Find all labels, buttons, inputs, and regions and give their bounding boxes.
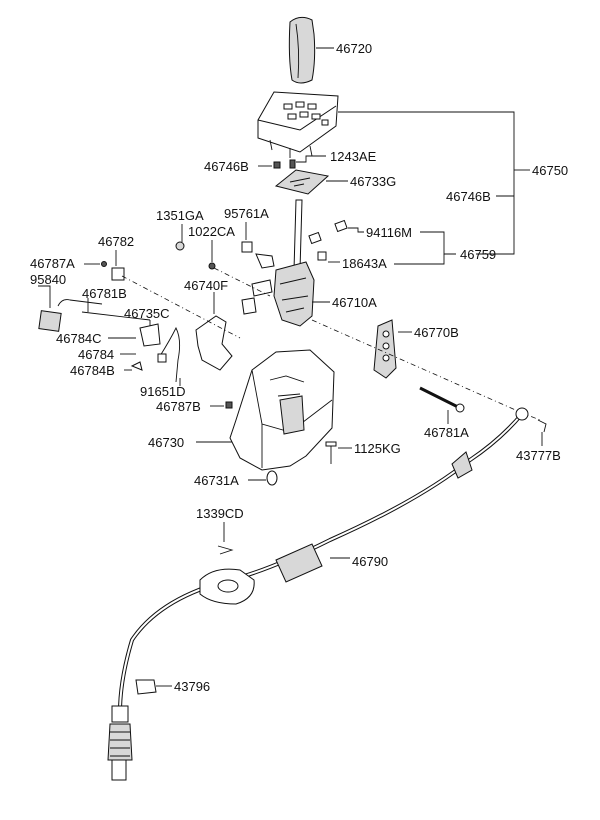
screw-46746B xyxy=(273,161,281,169)
rod-46781A xyxy=(419,386,465,413)
shift-cable-46790 xyxy=(107,407,529,781)
label-46730: 46730 xyxy=(148,435,184,450)
clip-1339CD xyxy=(217,545,234,555)
switch-95840 xyxy=(38,299,103,332)
label-46787A: 46787A xyxy=(30,256,75,271)
label-43777B: 43777B xyxy=(516,448,561,463)
label-95840: 95840 xyxy=(30,272,66,287)
label-1125KG: 1125KG xyxy=(354,441,401,456)
base-bracket-46730 xyxy=(229,349,335,471)
slide-plate-46733G xyxy=(274,169,330,195)
label-46781B: 46781B xyxy=(82,286,127,301)
label-46746B-left: 46746B xyxy=(204,159,249,174)
label-95761A: 95761A xyxy=(224,206,269,221)
bushing-46731A xyxy=(266,470,278,486)
clip-43777B xyxy=(537,419,547,433)
label-1022CA: 1022CA xyxy=(188,224,235,239)
label-46720: 46720 xyxy=(336,41,372,56)
label-46731A: 46731A xyxy=(194,473,239,488)
label-43796: 43796 xyxy=(174,679,210,694)
detent-spring-46770B xyxy=(373,319,397,379)
label-94116M: 94116M xyxy=(366,225,412,240)
label-46781A: 46781A xyxy=(424,425,469,440)
label-46740F: 46740F xyxy=(184,278,228,293)
label-18643A: 18643A xyxy=(342,256,387,271)
label-46746B-right: 46746B xyxy=(446,189,491,204)
screw-46787B xyxy=(225,401,233,409)
screw-1243AE xyxy=(289,159,296,169)
pin-46787A xyxy=(101,261,107,267)
label-1351GA: 1351GA xyxy=(156,208,204,223)
lever-46735C xyxy=(139,323,161,347)
washer-46784B xyxy=(130,361,143,371)
label-46787B: 46787B xyxy=(156,399,201,414)
label-46733G: 46733G xyxy=(350,174,396,189)
pins-94116M xyxy=(308,219,348,261)
label-46782: 46782 xyxy=(98,234,134,249)
clip-95761A xyxy=(241,241,253,253)
label-1339CD: 1339CD xyxy=(196,506,244,521)
cover-46740F xyxy=(195,315,233,371)
label-46784C: 46784C xyxy=(56,331,102,346)
label-46790: 46790 xyxy=(352,554,388,569)
bolt-1125KG xyxy=(325,441,337,464)
clip-43796 xyxy=(135,679,157,695)
shift-lever-assembly xyxy=(241,199,315,327)
label-46759: 46759 xyxy=(460,247,496,262)
label-46750: 46750 xyxy=(532,163,568,178)
bracket-46782 xyxy=(111,267,125,281)
shift-knob-part xyxy=(288,16,316,84)
harness-91651D xyxy=(157,326,181,383)
indicator-cover-part xyxy=(257,91,339,158)
label-91651D: 91651D xyxy=(140,384,186,399)
label-46735C: 46735C xyxy=(124,306,170,321)
label-1243AE: 1243AE xyxy=(330,149,377,164)
label-46784: 46784 xyxy=(78,347,114,362)
label-46710A: 46710A xyxy=(332,295,377,310)
label-46784B: 46784B xyxy=(70,363,115,378)
bolt-1351GA xyxy=(175,241,185,251)
nut-1022CA xyxy=(208,262,216,270)
label-46770B: 46770B xyxy=(414,325,459,340)
